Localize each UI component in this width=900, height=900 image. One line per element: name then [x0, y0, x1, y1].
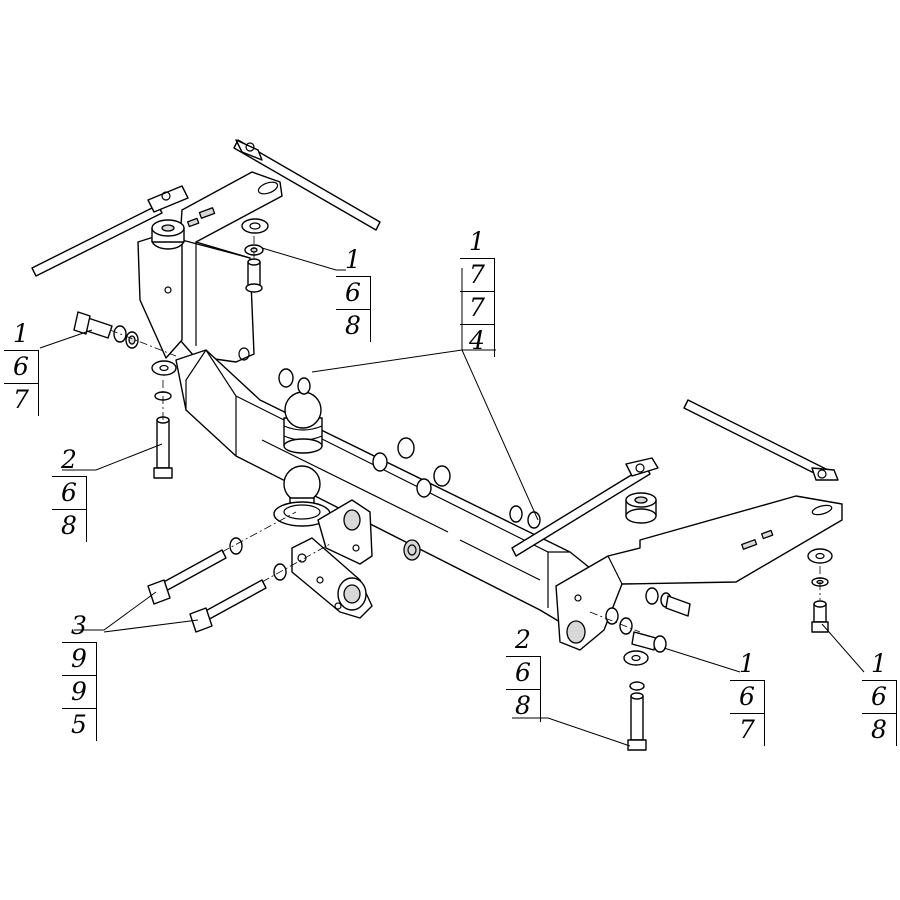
callout-top-left-bracket: 1 6 8 — [336, 244, 371, 342]
callout-left-vertical-bolt: 2 6 8 — [52, 444, 87, 542]
right-washer-bolt — [807, 548, 833, 633]
tow-hitch-mount-plate — [317, 499, 373, 565]
callout-item: 8 — [52, 509, 87, 542]
callout-item: 8 — [506, 689, 541, 722]
left-bracket-bushing — [151, 219, 185, 250]
top-washer-bolt-left — [241, 218, 269, 293]
callout-item: 6 — [52, 476, 87, 509]
main-crossbar — [175, 349, 591, 623]
callout-left-bolt: 1 6 7 — [4, 318, 39, 416]
callout-item: 6 — [730, 680, 765, 713]
callout-item: 9 — [62, 675, 97, 708]
socket-plate — [291, 537, 373, 619]
callout-item: 1 — [13, 319, 29, 348]
callout-item: 3 — [71, 611, 87, 640]
callout-item: 1 — [871, 649, 887, 678]
leader-lines — [39, 247, 865, 747]
callout-item: 9 — [62, 642, 97, 675]
long-bolts — [147, 511, 331, 633]
tow-ball-lower — [273, 465, 331, 527]
right-mounting-bracket — [555, 495, 843, 651]
right-vertical-bolt — [623, 650, 649, 751]
callout-item: 8 — [862, 713, 897, 746]
left-vertical-bolt — [151, 360, 177, 479]
callout-item: 2 — [61, 445, 77, 474]
right-side-nuts-bolt — [589, 587, 691, 653]
callout-item: 6 — [336, 276, 371, 309]
callout-center-nuts: 1 7 7 4 — [460, 226, 495, 357]
callout-item: 7 — [460, 291, 495, 324]
callout-item: 6 — [862, 680, 897, 713]
callout-item: 1 — [345, 245, 361, 274]
callout-long-bolts: 3 9 9 5 — [62, 610, 97, 741]
callout-right-bracket-bolt: 1 6 8 — [862, 648, 897, 746]
callout-item: 7 — [4, 383, 39, 416]
left-strap — [31, 185, 189, 277]
callout-item: 6 — [506, 656, 541, 689]
callout-item: 7 — [730, 713, 765, 746]
right-bracket-bushing — [625, 492, 657, 524]
callout-item: 6 — [4, 350, 39, 383]
callout-item: 2 — [515, 625, 531, 654]
right-strap — [511, 457, 659, 557]
callout-right-vertical-bolt: 2 6 8 — [506, 624, 541, 722]
callout-item: 7 — [460, 258, 495, 291]
left-side-bolt — [73, 311, 177, 357]
callout-item: 8 — [336, 309, 371, 342]
left-upper-strap — [233, 139, 381, 231]
left-mounting-bracket — [137, 171, 283, 363]
callout-right-bolt: 1 6 7 — [730, 648, 765, 746]
callout-item: 1 — [469, 227, 485, 256]
right-upper-strap — [683, 399, 839, 481]
callout-item: 4 — [460, 324, 495, 357]
callout-item: 1 — [739, 649, 755, 678]
callout-item: 5 — [62, 708, 97, 741]
tow-ball-upper — [283, 391, 323, 454]
